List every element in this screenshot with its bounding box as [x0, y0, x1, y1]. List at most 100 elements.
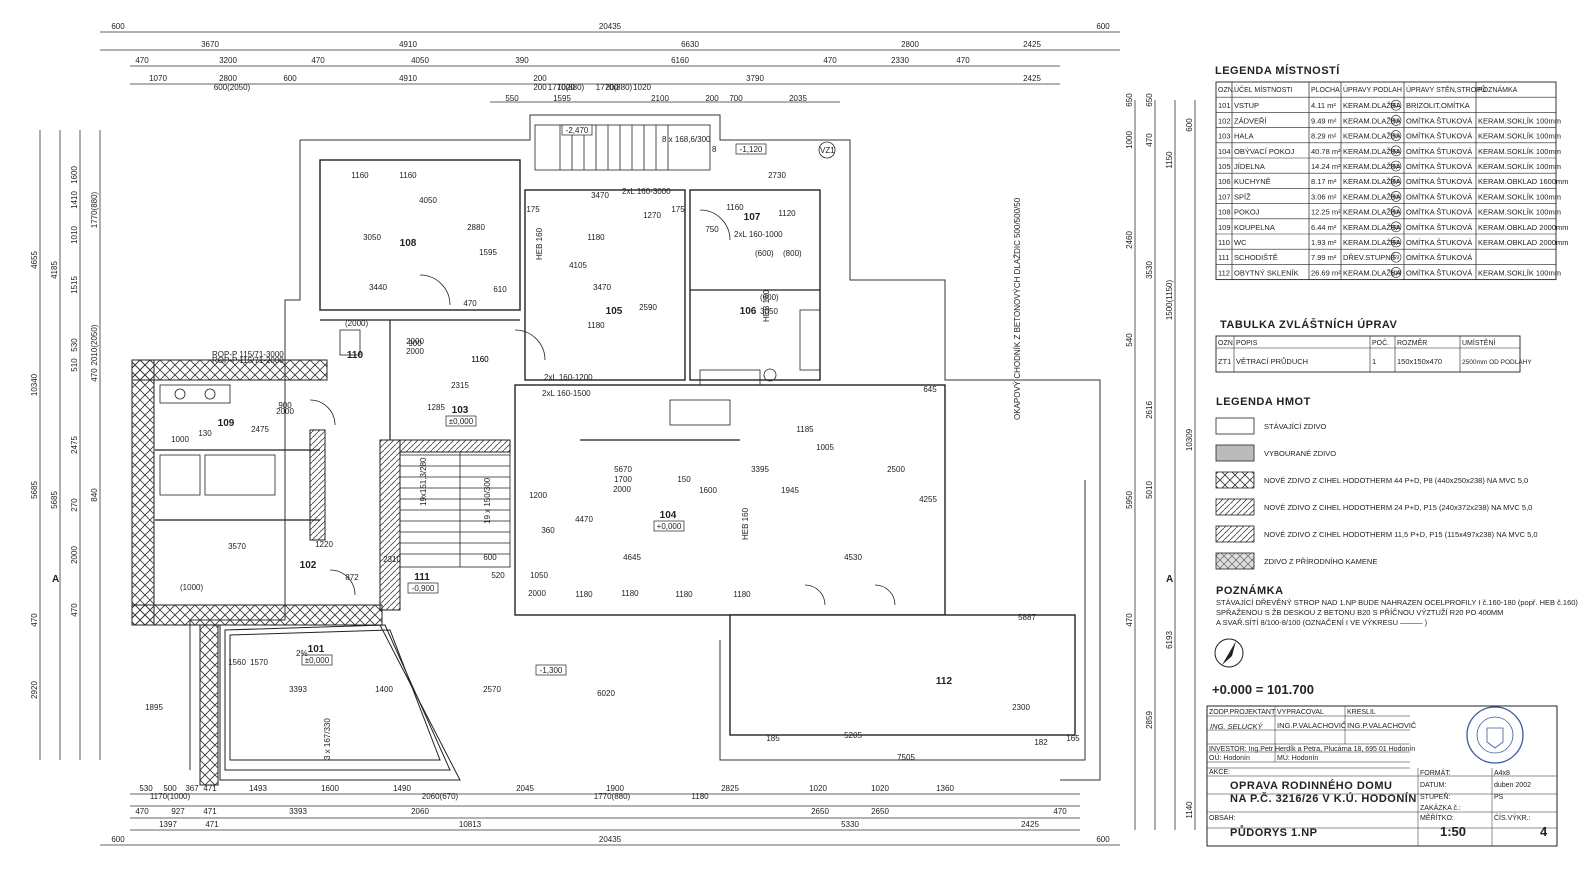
- legend-rooms-cell: 106: [1218, 177, 1231, 186]
- staircase-111: [399, 451, 511, 568]
- top-dim-row2: 3670: [201, 40, 219, 49]
- top-dim-row2: 6630: [681, 40, 699, 49]
- bottom-dim-row1: 1020: [871, 784, 889, 793]
- inner-dim: 1180: [733, 590, 751, 599]
- top-dim-row3: 6160: [671, 56, 689, 65]
- tb-meritko-label: MĚŘÍTKO:: [1420, 813, 1454, 822]
- tb-akce-line2: NA P.Č. 3216/26 V K.Ú. HODONÍN: [1230, 792, 1417, 805]
- left-dim: 1770(880): [90, 191, 99, 228]
- inner-dim: 600: [483, 553, 497, 562]
- inner-dim: 4645: [623, 553, 641, 562]
- tb-obsah-label: OBSAH:: [1209, 815, 1236, 822]
- legend-rooms-cell: VSTUP: [1234, 101, 1259, 110]
- section-mark-left: A: [52, 574, 59, 585]
- code-circle: [1390, 130, 1402, 141]
- inner-dim: 900: [408, 339, 422, 348]
- bottom-dim-row1: 1360: [936, 784, 954, 793]
- top-dim-row4: 600: [283, 74, 297, 83]
- tb-format-label: FORMÁT:: [1420, 768, 1451, 777]
- legend-rooms-cell: 9.49 m²: [1311, 116, 1337, 125]
- left-dim: 2010(2050): [90, 324, 99, 365]
- code-circle: [1390, 236, 1402, 248]
- note-line: SPŘAŽENOU S ŽB DESKOU Z BETONU B20 S PŘÍ…: [1216, 608, 1503, 617]
- room-number-110: 110: [347, 350, 364, 361]
- tb-vypracoval-value: ING.P.VALACHOVIČ: [1277, 721, 1347, 730]
- right-dim: 1500(1150): [1165, 280, 1174, 321]
- inner-dim: 1180: [575, 590, 593, 599]
- legend-hmot-item: NOVÉ ZDIVO Z CIHEL HODOTHERM 44 P+D, P8 …: [1264, 476, 1528, 485]
- tb-stupen-label: STUPEŇ:: [1420, 792, 1450, 801]
- tb-mu: MÚ: Hodonín: [1277, 753, 1318, 762]
- legend-rooms-cell: 107: [1218, 192, 1231, 201]
- bottom-dim-row3: 3393: [289, 807, 307, 816]
- left-dim: 2920: [30, 681, 39, 699]
- legend-rooms-header: ÚPRAVY PODLAH: [1343, 85, 1402, 94]
- tb-cv-label: ČÍS.VÝKR.:: [1494, 813, 1531, 822]
- inner-dim: 1160: [351, 171, 369, 180]
- level-mark: -1,120: [740, 145, 763, 154]
- inner-dim: 1000: [171, 435, 189, 444]
- top-dim-row5: 200: [533, 83, 547, 92]
- top-dim-row2: 2800: [901, 40, 919, 49]
- gutter-label: OKAPOVÝ CHODNÍK Z BETONOVÝCH DLAŽDIC 500…: [1013, 197, 1022, 420]
- top-dimension-lines: [100, 31, 1120, 103]
- right-dim: 6193: [1165, 631, 1174, 649]
- legend-rooms-cell: 101: [1218, 101, 1231, 110]
- top-dim-row5: 600(2050): [214, 83, 251, 92]
- bottom-dim-row1: 1900: [606, 784, 624, 793]
- code-circle: [1390, 251, 1402, 263]
- top-dim-row6: 200: [705, 94, 719, 103]
- legend-rooms-cell: 103: [1218, 132, 1231, 141]
- left-dim: 1515: [70, 276, 79, 294]
- inner-dim: 1400: [375, 685, 393, 694]
- bottom-dim-row3: 470: [135, 807, 149, 816]
- top-dim-row3: 4050: [411, 56, 429, 65]
- left-dim: 1410: [70, 191, 79, 209]
- legend-rooms-cell: OMÍTKA ŠTUKOVÁ: [1406, 192, 1472, 201]
- inner-dim: 872: [345, 573, 359, 582]
- legend-rooms-cell: OMÍTKA ŠTUKOVÁ: [1406, 147, 1472, 156]
- inner-dim: 185: [766, 734, 780, 743]
- window-label-3: 2xL 160-1500: [542, 389, 591, 398]
- inner-dim: 1185: [796, 425, 814, 434]
- legend-hmot-swatch: [1215, 417, 1255, 435]
- bottom-dim-row3: 471: [203, 807, 217, 816]
- inner-dim: 360: [541, 526, 555, 535]
- legend-rooms-cell: 110: [1218, 238, 1230, 247]
- tb-datum-value: duben 2002: [1494, 782, 1531, 789]
- inner-dim: 520: [491, 571, 505, 580]
- code-circle: [1390, 267, 1402, 278]
- top-dim-row4: 2800: [219, 74, 237, 83]
- legend-rooms-code: S8: [1393, 179, 1400, 185]
- left-dim: 470: [70, 603, 79, 617]
- bottom-dim-row1: 1490: [393, 784, 411, 793]
- right-dim: 2859: [1145, 711, 1154, 729]
- staircase-top: [534, 124, 711, 171]
- inner-dim: 3050: [760, 307, 778, 316]
- window-label-1: 2xL 160-3000: [622, 187, 671, 196]
- bottom-dim-row3: 927: [171, 807, 185, 816]
- special-table-cell: ZT1: [1218, 357, 1231, 366]
- level-box: [301, 654, 333, 666]
- legend-hmot-swatch: [1215, 498, 1255, 516]
- level-mark: -2,470: [566, 126, 589, 135]
- right-dim: 2616: [1145, 401, 1154, 419]
- legend-rooms-code: S10: [1391, 270, 1401, 276]
- room-number-106: 106: [740, 306, 757, 317]
- bottom-dim-row3: 2650: [871, 807, 889, 816]
- tb-kreslil-label: KRESLIL: [1347, 709, 1376, 716]
- legend-hmot-item: VYBOURANÉ ZDIVO: [1264, 449, 1336, 458]
- top-dim-row3: 470: [956, 56, 970, 65]
- bottom-dim-row1: 1600: [321, 784, 339, 793]
- legend-rooms-cell: KERAM.DLAŽBA: [1343, 223, 1401, 232]
- special-table-cell: 150x150x470: [1397, 357, 1442, 366]
- code-circle: [1390, 191, 1402, 202]
- bottom-dim-row2: 1770(880): [594, 792, 631, 801]
- lintel-label-2: ROP-P 115/71-2000: [212, 356, 284, 365]
- top-dim-row1: 600: [1096, 22, 1110, 31]
- inner-dim: 3570: [228, 542, 246, 551]
- room-level-103: ±0,000: [449, 417, 474, 426]
- inner-dim: 2000: [406, 347, 424, 356]
- special-table-cell: 1: [1372, 357, 1376, 366]
